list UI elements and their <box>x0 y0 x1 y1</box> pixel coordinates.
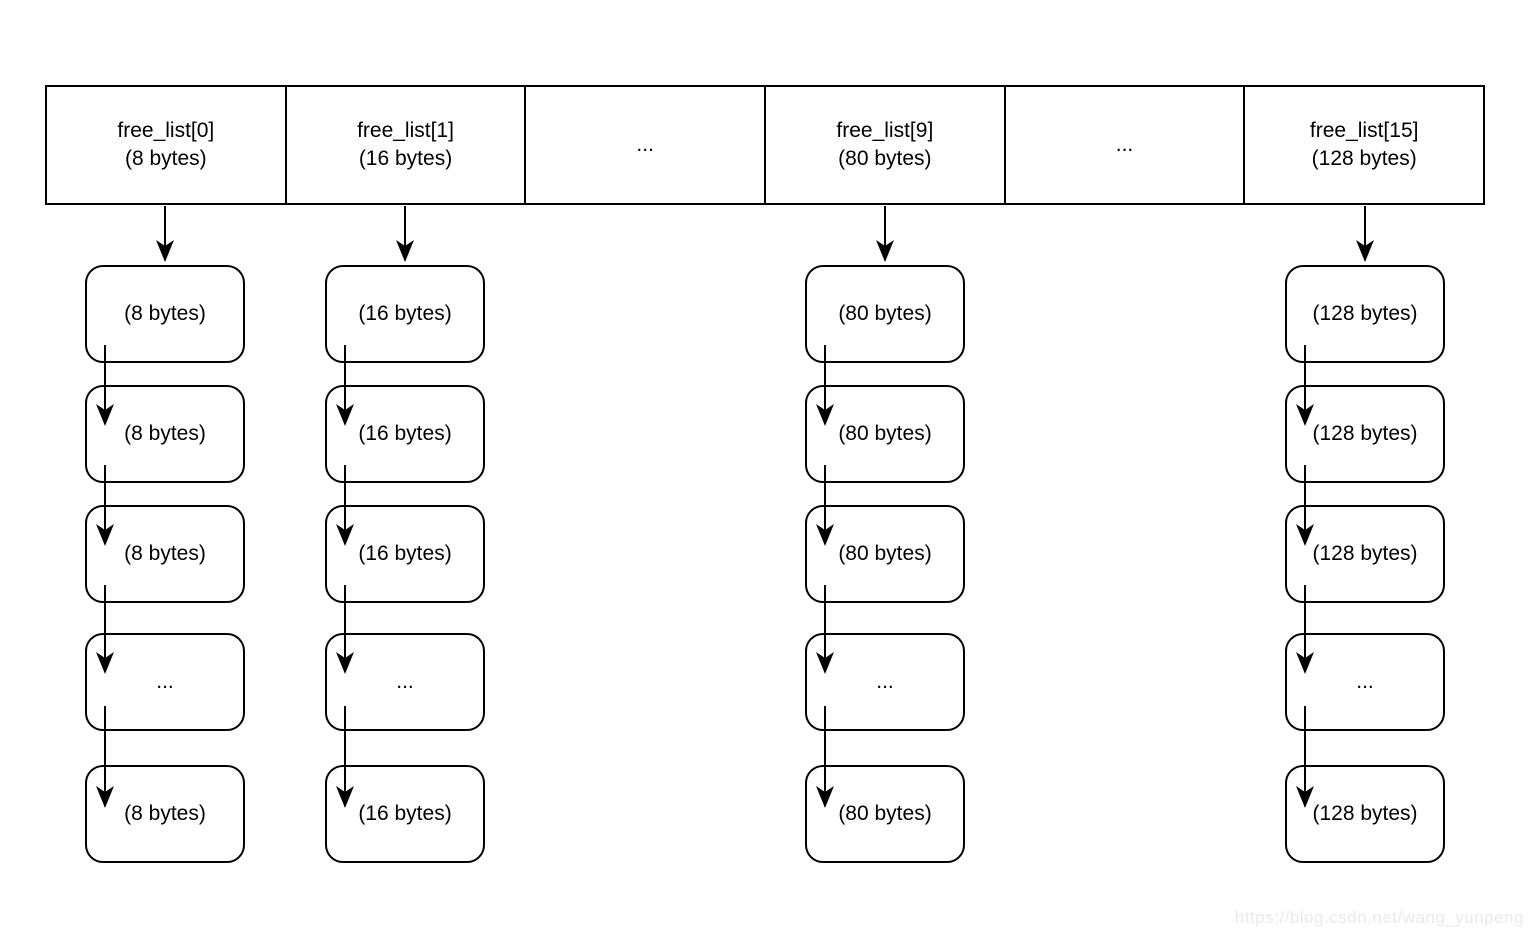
array-cell-size: (8 bytes) <box>124 147 207 170</box>
array-cell-free-list-0: free_list[0] (8 bytes) <box>47 87 285 203</box>
node-label: ... <box>396 670 414 693</box>
array-cell-free-list-1: free_list[1] (16 bytes) <box>284 87 525 203</box>
list-node-16b-ellipsis: ... <box>325 633 485 731</box>
list-node-128b-last: (128 bytes) <box>1285 765 1445 863</box>
list-node-80b-3: (80 bytes) <box>805 505 965 603</box>
node-label: (128 bytes) <box>1312 542 1418 565</box>
list-node-128b-1: (128 bytes) <box>1285 265 1445 363</box>
node-label: (16 bytes) <box>358 302 452 325</box>
node-label: (16 bytes) <box>358 542 452 565</box>
node-label: (80 bytes) <box>838 542 932 565</box>
node-label: (8 bytes) <box>124 802 206 825</box>
array-cell-size: (16 bytes) <box>358 147 453 170</box>
node-label: (80 bytes) <box>838 802 932 825</box>
array-cell-ellipsis-left: ... <box>524 87 764 203</box>
array-cell-free-list-9: free_list[9] (80 bytes) <box>764 87 1004 203</box>
node-label: ... <box>1356 670 1374 693</box>
array-cell-label: free_list[1] <box>357 119 454 142</box>
array-cell-label: free_list[15] <box>1309 119 1419 142</box>
array-cell-size: (128 bytes) <box>1311 147 1417 170</box>
list-node-8b-3: (8 bytes) <box>85 505 245 603</box>
list-node-80b-2: (80 bytes) <box>805 385 965 483</box>
array-cell-label: ... <box>636 133 654 156</box>
node-label: (80 bytes) <box>838 302 932 325</box>
list-node-16b-3: (16 bytes) <box>325 505 485 603</box>
array-cell-ellipsis-right: ... <box>1003 87 1244 203</box>
node-label: (80 bytes) <box>838 422 932 445</box>
list-node-128b-2: (128 bytes) <box>1285 385 1445 483</box>
node-label: (16 bytes) <box>358 422 452 445</box>
free-list-array: free_list[0] (8 bytes) free_list[1] (16 … <box>45 85 1485 205</box>
node-label: ... <box>876 670 894 693</box>
list-node-16b-1: (16 bytes) <box>325 265 485 363</box>
array-cell-size: (80 bytes) <box>838 147 932 170</box>
list-node-16b-2: (16 bytes) <box>325 385 485 483</box>
node-label: (128 bytes) <box>1312 422 1418 445</box>
list-node-128b-3: (128 bytes) <box>1285 505 1445 603</box>
watermark-url: https://blog.csdn.net/wang_yunpeng <box>1234 908 1524 927</box>
array-cell-label: free_list[0] <box>117 119 215 142</box>
node-label: (128 bytes) <box>1312 802 1418 825</box>
array-cell-label: ... <box>1115 133 1134 156</box>
array-cell-free-list-15: free_list[15] (128 bytes) <box>1243 87 1483 203</box>
node-label: (8 bytes) <box>124 542 206 565</box>
node-label: (128 bytes) <box>1312 302 1418 325</box>
list-node-80b-ellipsis: ... <box>805 633 965 731</box>
list-node-8b-2: (8 bytes) <box>85 385 245 483</box>
list-node-16b-last: (16 bytes) <box>325 765 485 863</box>
list-node-8b-ellipsis: ... <box>85 633 245 731</box>
node-label: ... <box>156 670 174 693</box>
array-cell-label: free_list[9] <box>836 119 934 142</box>
list-node-80b-last: (80 bytes) <box>805 765 965 863</box>
list-node-8b-last: (8 bytes) <box>85 765 245 863</box>
node-label: (8 bytes) <box>124 422 206 445</box>
node-label: (8 bytes) <box>124 302 206 325</box>
list-node-8b-1: (8 bytes) <box>85 265 245 363</box>
node-label: (16 bytes) <box>358 802 452 825</box>
list-node-80b-1: (80 bytes) <box>805 265 965 363</box>
list-node-128b-ellipsis: ... <box>1285 633 1445 731</box>
